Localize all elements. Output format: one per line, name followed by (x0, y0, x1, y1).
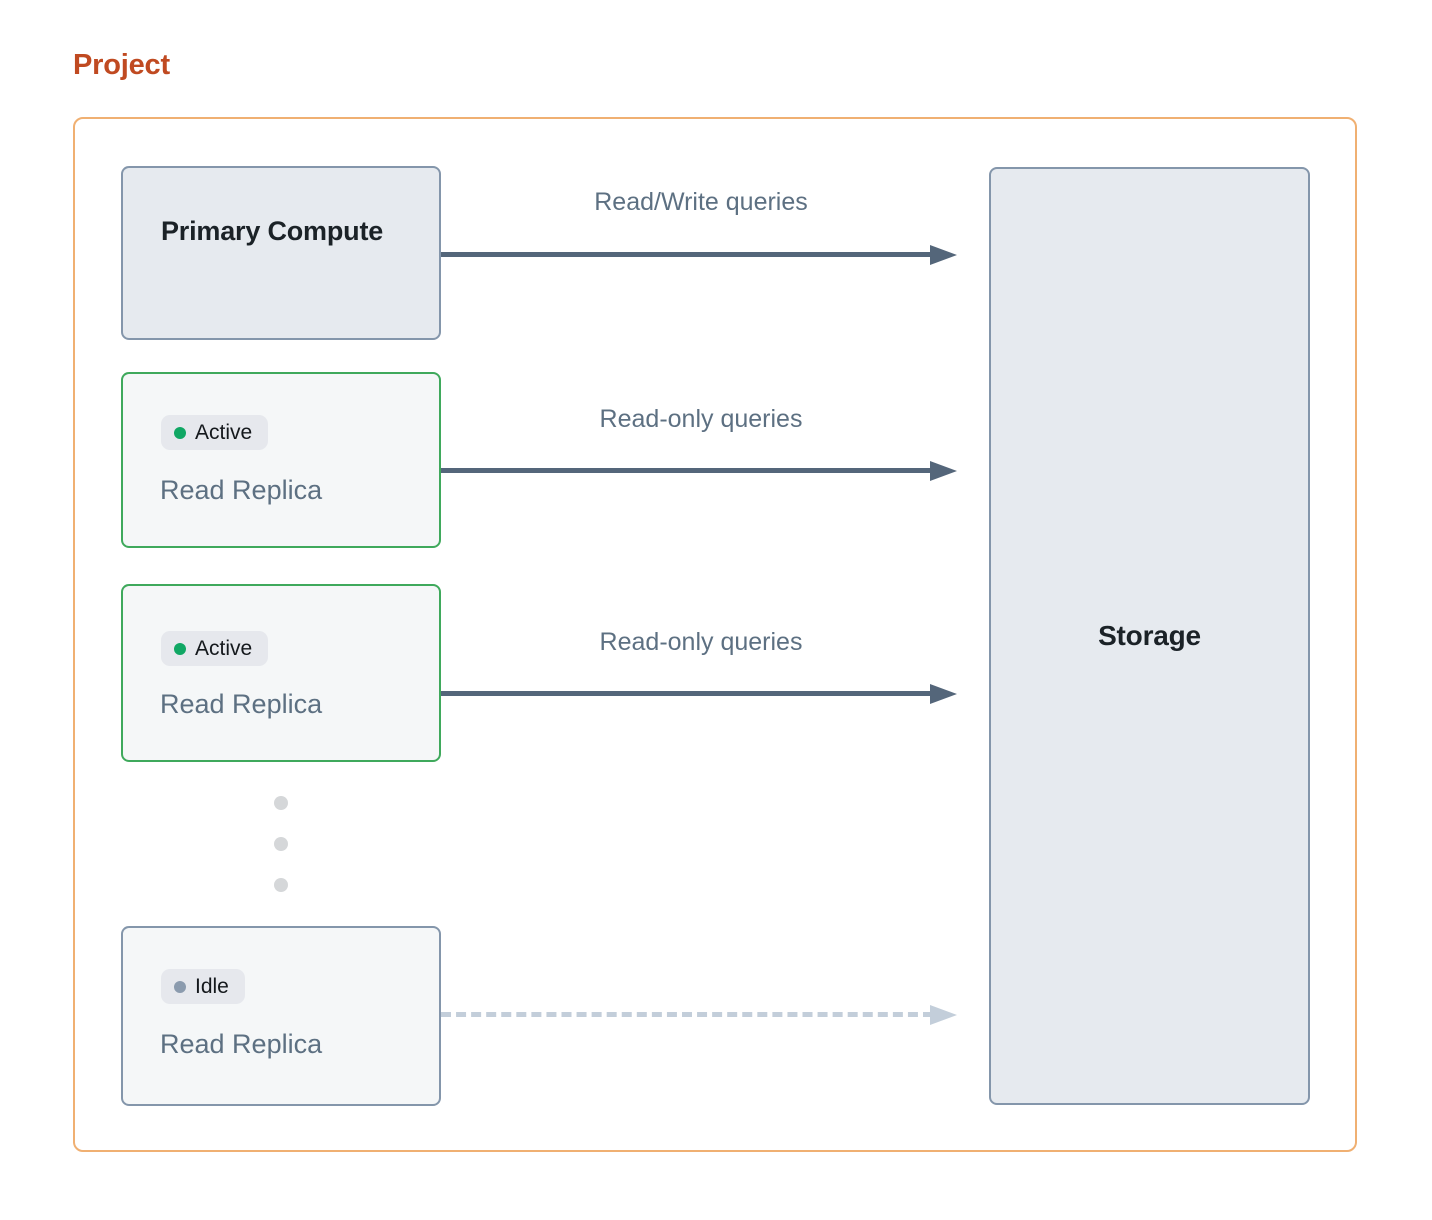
arrow-head-icon (930, 684, 957, 704)
flow-label: Read/Write queries (594, 188, 808, 216)
ellipsis-dot-icon (274, 878, 288, 892)
flow-read-only-queries-1: Read-only queries (441, 405, 961, 481)
node-read-replica-3[interactable]: Idle Read Replica (121, 926, 441, 1106)
status-badge-replica-3: Idle (161, 969, 245, 1004)
flow-label: Read-only queries (599, 405, 803, 433)
status-badge-replica-2: Active (161, 631, 269, 666)
ellipsis-dot-icon (274, 837, 288, 851)
arrow-head-icon (930, 461, 957, 481)
arrow-line (441, 691, 933, 696)
ellipsis-dot-icon (274, 796, 288, 810)
node-storage[interactable]: Storage (989, 167, 1310, 1105)
status-badge-label: Active (195, 421, 253, 444)
status-badge-label: Active (195, 637, 253, 660)
arrow-head-icon (930, 1005, 957, 1025)
status-dot-icon (174, 980, 186, 993)
project-container (73, 117, 1357, 1152)
node-read-replica-1-label: Read Replica (160, 475, 323, 505)
flow-read-write-queries: Read/Write queries (441, 188, 961, 265)
node-storage-label: Storage (1098, 620, 1201, 651)
page-title: Project (73, 49, 170, 81)
status-badge-replica-1: Active (161, 415, 269, 450)
node-read-replica-1[interactable]: Active Read Replica (121, 372, 441, 548)
node-read-replica-2[interactable]: Active Read Replica (121, 584, 441, 762)
arrow-line (441, 468, 933, 473)
arrow-line-dashed (441, 1012, 933, 1017)
node-read-replica-3-label: Read Replica (160, 1029, 323, 1059)
node-read-replica-2-label: Read Replica (160, 689, 323, 719)
status-dot-icon (174, 426, 186, 439)
flow-label: Read-only queries (599, 628, 803, 656)
more-replicas-ellipsis-icon (274, 796, 288, 892)
status-badge-label: Idle (195, 975, 229, 998)
arrow-line (441, 252, 933, 257)
node-primary-compute-label: Primary Compute (161, 216, 384, 246)
arrow-head-icon (930, 245, 957, 265)
node-primary-compute[interactable]: Primary Compute (121, 166, 441, 340)
flow-idle-replica (441, 1005, 961, 1025)
status-dot-icon (174, 642, 186, 655)
flow-read-only-queries-2: Read-only queries (441, 628, 961, 704)
